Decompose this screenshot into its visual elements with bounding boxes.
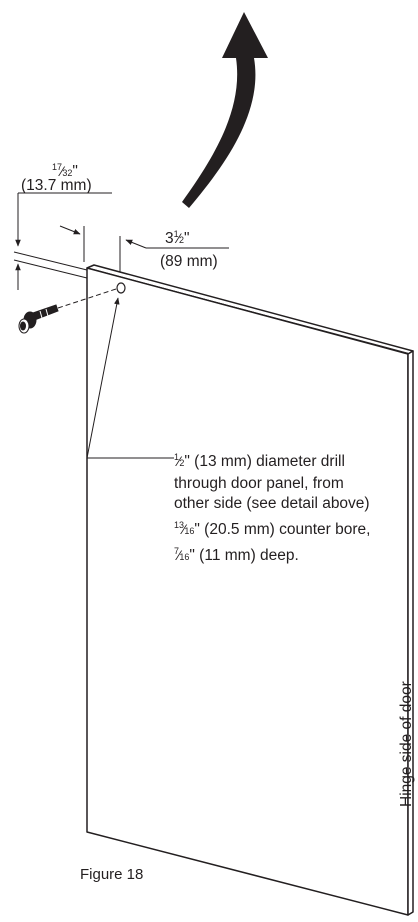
inset-frac-num: 1: [173, 229, 179, 239]
offset-dimension-metric: (13.7 mm): [21, 177, 92, 194]
drill-note-line-4: 13⁄16" (20.5 mm) counter bore,: [174, 519, 371, 538]
drill-note-line-4-den: 16: [184, 525, 195, 536]
figure-caption: Figure 18: [80, 866, 144, 883]
drill-note-line-3: other side (see detail above): [174, 495, 370, 512]
offset-frac-num: 17: [52, 162, 63, 172]
offset-inch-mark: ": [72, 163, 78, 180]
drill-note-line-5-den: 16: [179, 552, 190, 562]
inset-arrow-right: [125, 239, 147, 249]
drill-note-line-5-text: " (11 mm) deep.: [189, 547, 299, 564]
inset-dimension-metric: (89 mm): [160, 253, 218, 270]
drill-note-leader: [86, 297, 174, 459]
rotation-arrow-icon: [182, 12, 268, 208]
inset-inch-mark: ": [184, 230, 190, 247]
door-hinge-edge: [407, 350, 414, 916]
drill-note-line-2: through door panel, from: [174, 474, 344, 492]
drill-note-line-1-den: 2: [179, 458, 185, 468]
insertion-path: [57, 288, 117, 309]
door-panel: [86, 264, 414, 916]
offset-dimension-imperial: 17⁄32": [52, 162, 78, 180]
drill-hole: [116, 282, 126, 294]
inset-whole: 3: [165, 230, 174, 247]
drill-note-line-1-text: " (13 mm) diameter drill: [184, 453, 345, 470]
inset-frac-den: 2: [178, 235, 184, 245]
drill-note-line-4-num: 13: [174, 519, 185, 530]
offset-frac-den: 32: [62, 168, 73, 178]
door-top-highlight: [90, 268, 409, 354]
drill-note-line-5-num: 7: [174, 546, 180, 556]
edge-reference-line: [13, 251, 88, 271]
inset-dimension-imperial: 31⁄2": [165, 229, 190, 247]
inset-arrow-left: [59, 225, 81, 235]
door-pin-icon: [18, 304, 59, 334]
drill-note-line-1-num: 1: [174, 452, 180, 462]
door-face: [86, 267, 409, 916]
drill-note-line-5: 7⁄16" (11 mm) deep.: [174, 546, 299, 564]
drill-note-line-4-text: " (20.5 mm) counter bore,: [194, 520, 371, 538]
hinge-side-label: Hinge side of door: [398, 681, 415, 807]
edge-reference-line-2: [13, 259, 88, 279]
drill-note-line-1: 1⁄2" (13 mm) diameter drill: [174, 452, 345, 470]
drill-note: 1⁄2" (13 mm) diameter drill through door…: [174, 447, 370, 568]
